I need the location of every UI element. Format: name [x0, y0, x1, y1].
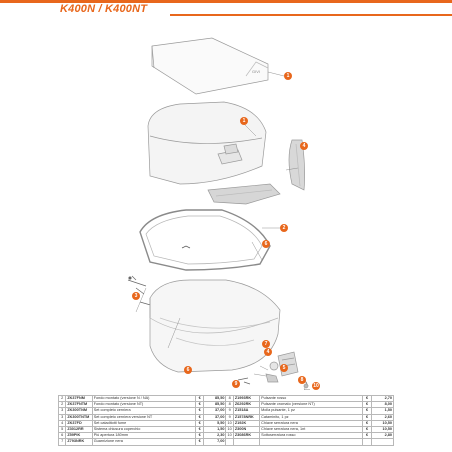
cell-num — [225, 438, 234, 446]
header-rule — [170, 14, 452, 16]
cell-desc — [259, 438, 364, 446]
cell-code — [232, 438, 261, 446]
callout-6-base: 6 — [184, 366, 192, 374]
page-title: K400N / K400NT — [60, 3, 148, 15]
callout-2: 2 — [280, 224, 288, 232]
cell-cur: € — [194, 438, 205, 446]
cell-code: ZK300TNTM — [65, 413, 93, 421]
rear-reflector — [207, 183, 281, 205]
header-bar — [0, 0, 452, 3]
exploded-diagram: GIVI — [127, 37, 310, 390]
callout-8: 8 — [298, 376, 306, 384]
lid — [147, 101, 267, 185]
callout-4-side: 4 — [300, 142, 308, 150]
callout-1-lid: 1 — [240, 117, 248, 125]
seal-gasket — [139, 209, 271, 271]
case-base — [149, 279, 281, 373]
callout-1-cover: 1 — [284, 72, 292, 80]
cell-num: 7 — [57, 438, 67, 446]
svg-text:GIVI: GIVI — [252, 69, 260, 74]
lid-cover-plate: GIVI — [151, 37, 269, 95]
callout-7: 7 — [262, 340, 270, 348]
cell-code: Z793NRK — [65, 438, 93, 446]
cell-price — [370, 438, 395, 446]
cell-cur — [362, 438, 372, 446]
cell-price: 7,00 — [203, 438, 227, 446]
callout-10: 10 — [312, 382, 320, 390]
callout-4-lock: 4 — [264, 348, 272, 356]
callout-9: 9 — [232, 380, 240, 388]
callout-3: 3 — [132, 292, 140, 300]
callout-6-top: 6 — [262, 240, 270, 248]
cell-desc: Guarnizione nera — [91, 438, 196, 446]
side-reflector — [288, 139, 306, 191]
callout-5: 5 — [280, 364, 288, 372]
